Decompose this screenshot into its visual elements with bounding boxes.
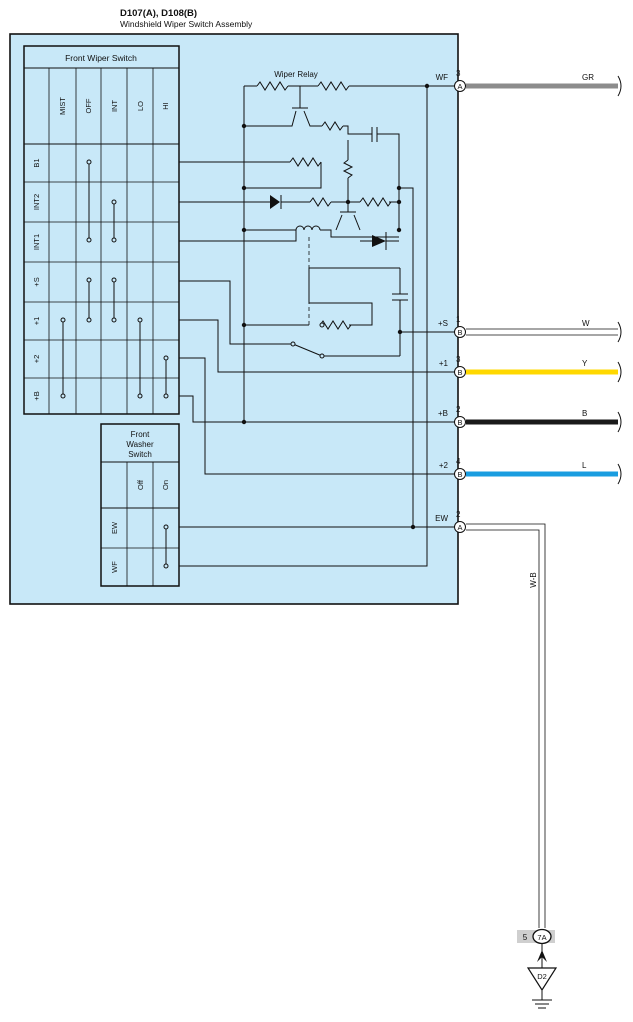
wire-y-label: Y: [582, 359, 588, 368]
pin-plus-2: +2 4 B L: [439, 457, 622, 485]
position-mist: MIST: [58, 97, 67, 115]
washer-title-line-3: Switch: [128, 450, 152, 459]
pin-wf: WF 3 A GR: [436, 69, 622, 97]
pin-ew-number: 2: [456, 510, 461, 519]
junction-pin: 5: [523, 933, 528, 942]
pin-ew: EW 2 A W-B: [435, 510, 546, 928]
wiper-relay-label: Wiper Relay: [274, 70, 318, 79]
terminal-plus-s: +S: [32, 277, 41, 286]
pin-plus-b-name: +B: [438, 409, 448, 418]
pin-plus-2-name: +2: [439, 461, 449, 470]
pin-wf-connector: A: [457, 82, 462, 91]
pin-ew-connector: A: [457, 523, 462, 532]
connector-codes: D107(A), D108(B): [120, 8, 197, 19]
pin-plus-s-connector: B: [457, 328, 462, 337]
pin-ew-name: EW: [435, 514, 448, 523]
pin-plus-s-number: 1: [456, 315, 461, 324]
wire-l-label: L: [582, 461, 587, 470]
pin-plus-2-number: 4: [456, 457, 461, 466]
pin-plus-1: +1 3 B Y: [439, 355, 622, 383]
pin-plus-s: +S 1 B W: [438, 315, 622, 343]
wire-b-label: B: [582, 409, 587, 418]
position-lo: LO: [136, 101, 145, 111]
pin-plus-b-connector: B: [457, 418, 462, 427]
washer-terminal-ew: EW: [110, 521, 119, 534]
washer-terminal-wf: WF: [110, 561, 119, 573]
pin-wf-name: WF: [436, 73, 449, 82]
front-washer-switch-table: Front Washer Switch Off On EW WF: [100, 423, 180, 587]
position-int: INT: [110, 100, 119, 113]
terminal-plus-2: +2: [32, 355, 41, 364]
pin-plus-2-connector: B: [457, 470, 462, 479]
pin-plus-1-number: 3: [456, 355, 461, 364]
pin-plus-b-number: 2: [456, 405, 461, 414]
terminal-int2: INT2: [32, 194, 41, 210]
terminal-plus-1: +1: [32, 317, 41, 326]
internal-wiring: [179, 81, 460, 567]
pin-plus-b: +B 2 B B: [438, 405, 622, 433]
pin-wf-number: 3: [456, 69, 461, 78]
terminal-b1: B1: [32, 158, 41, 167]
wire-gr-label: GR: [582, 73, 594, 82]
junction-connector: 5 7A: [517, 928, 555, 968]
washer-position-off: Off: [136, 479, 145, 490]
ground-label: D2: [537, 972, 547, 981]
washer-position-on: On: [161, 480, 170, 490]
washer-title-line-2: Washer: [126, 440, 154, 449]
pin-plus-1-connector: B: [457, 368, 462, 377]
junction-connector-code: 7A: [537, 933, 546, 942]
assembly-name: Windshield Wiper Switch Assembly: [120, 19, 253, 29]
wire-w-label: W: [582, 319, 590, 328]
position-off: OFF: [84, 98, 93, 113]
front-wiper-switch-table: Front Wiper Switch MIST OFF INT LO HI B1…: [23, 45, 180, 415]
pin-plus-s-name: +S: [438, 319, 448, 328]
wiper-switch-title: Front Wiper Switch: [65, 53, 137, 63]
washer-title-line-1: Front: [131, 430, 150, 439]
pin-plus-1-name: +1: [439, 359, 449, 368]
wiper-switch-contacts: [60, 159, 169, 399]
terminal-plus-b: +B: [32, 391, 41, 400]
ground-symbol: D2: [526, 967, 558, 1009]
terminal-int1: INT1: [32, 234, 41, 250]
wire-wb-label: W-B: [529, 572, 538, 587]
position-hi: HI: [161, 102, 170, 110]
